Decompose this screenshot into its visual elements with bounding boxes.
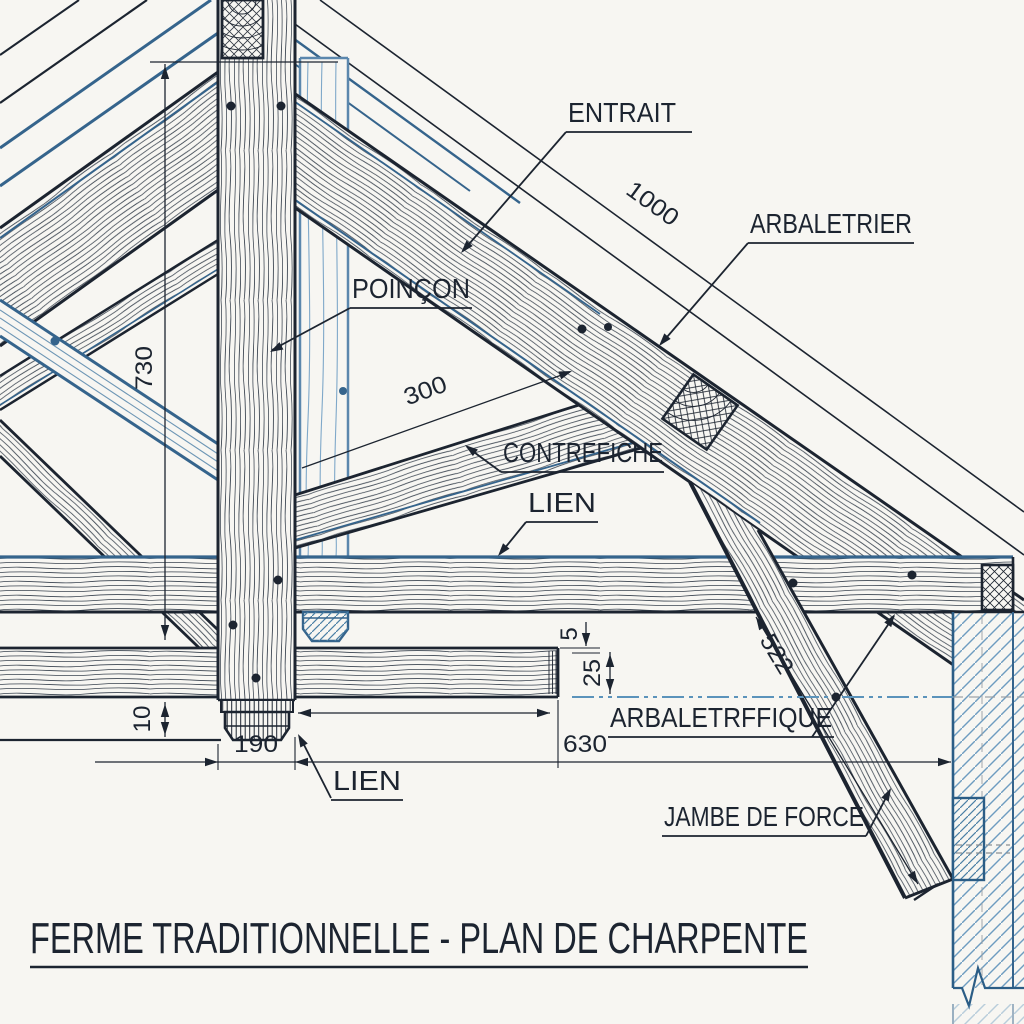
label-jambe-de-force: JAMBE DE FORCE	[664, 801, 864, 832]
label-entrait: ENTRAIT	[568, 97, 676, 128]
dim-span-630: 630	[563, 731, 607, 758]
wall-break-symbol	[953, 964, 1024, 1010]
dim-axis-25: 25	[579, 659, 606, 687]
label-contrefiche: CONTREFICHE	[503, 437, 663, 468]
dim-foot-10: 10	[129, 706, 156, 733]
label-arbaletriffique: ARBALETRFFIQUE	[610, 702, 832, 733]
label-arbaletrier: ARBALETRIER	[750, 208, 912, 239]
post-top-tenon	[220, 0, 265, 60]
pegs	[50, 101, 917, 702]
label-lien-upper: LIEN	[528, 487, 596, 518]
dim-post-width-190: 190	[234, 731, 278, 758]
rafter-tenon-block	[660, 372, 740, 452]
tie-beam	[0, 555, 1015, 614]
leader-lines	[271, 131, 914, 837]
left-rafter	[0, 70, 219, 348]
king-post	[216, 0, 297, 742]
drawing-title: FERME TRADITIONNELLE - PLAN DE CHARPENTE	[30, 914, 808, 963]
right-rafter	[254, 64, 1024, 716]
dim-post-height-730: 730	[131, 346, 158, 390]
dim-gap-5: 5	[556, 627, 583, 640]
wall-mortise	[951, 796, 1010, 882]
label-poincon: POINÇON	[352, 273, 470, 304]
label-lien-lower: LIEN	[333, 765, 401, 796]
wall-continuation	[952, 1004, 1024, 1024]
post-foot-tenon	[220, 699, 294, 742]
dimension-lines	[95, 61, 951, 901]
blue-tenon-detail	[301, 610, 350, 643]
